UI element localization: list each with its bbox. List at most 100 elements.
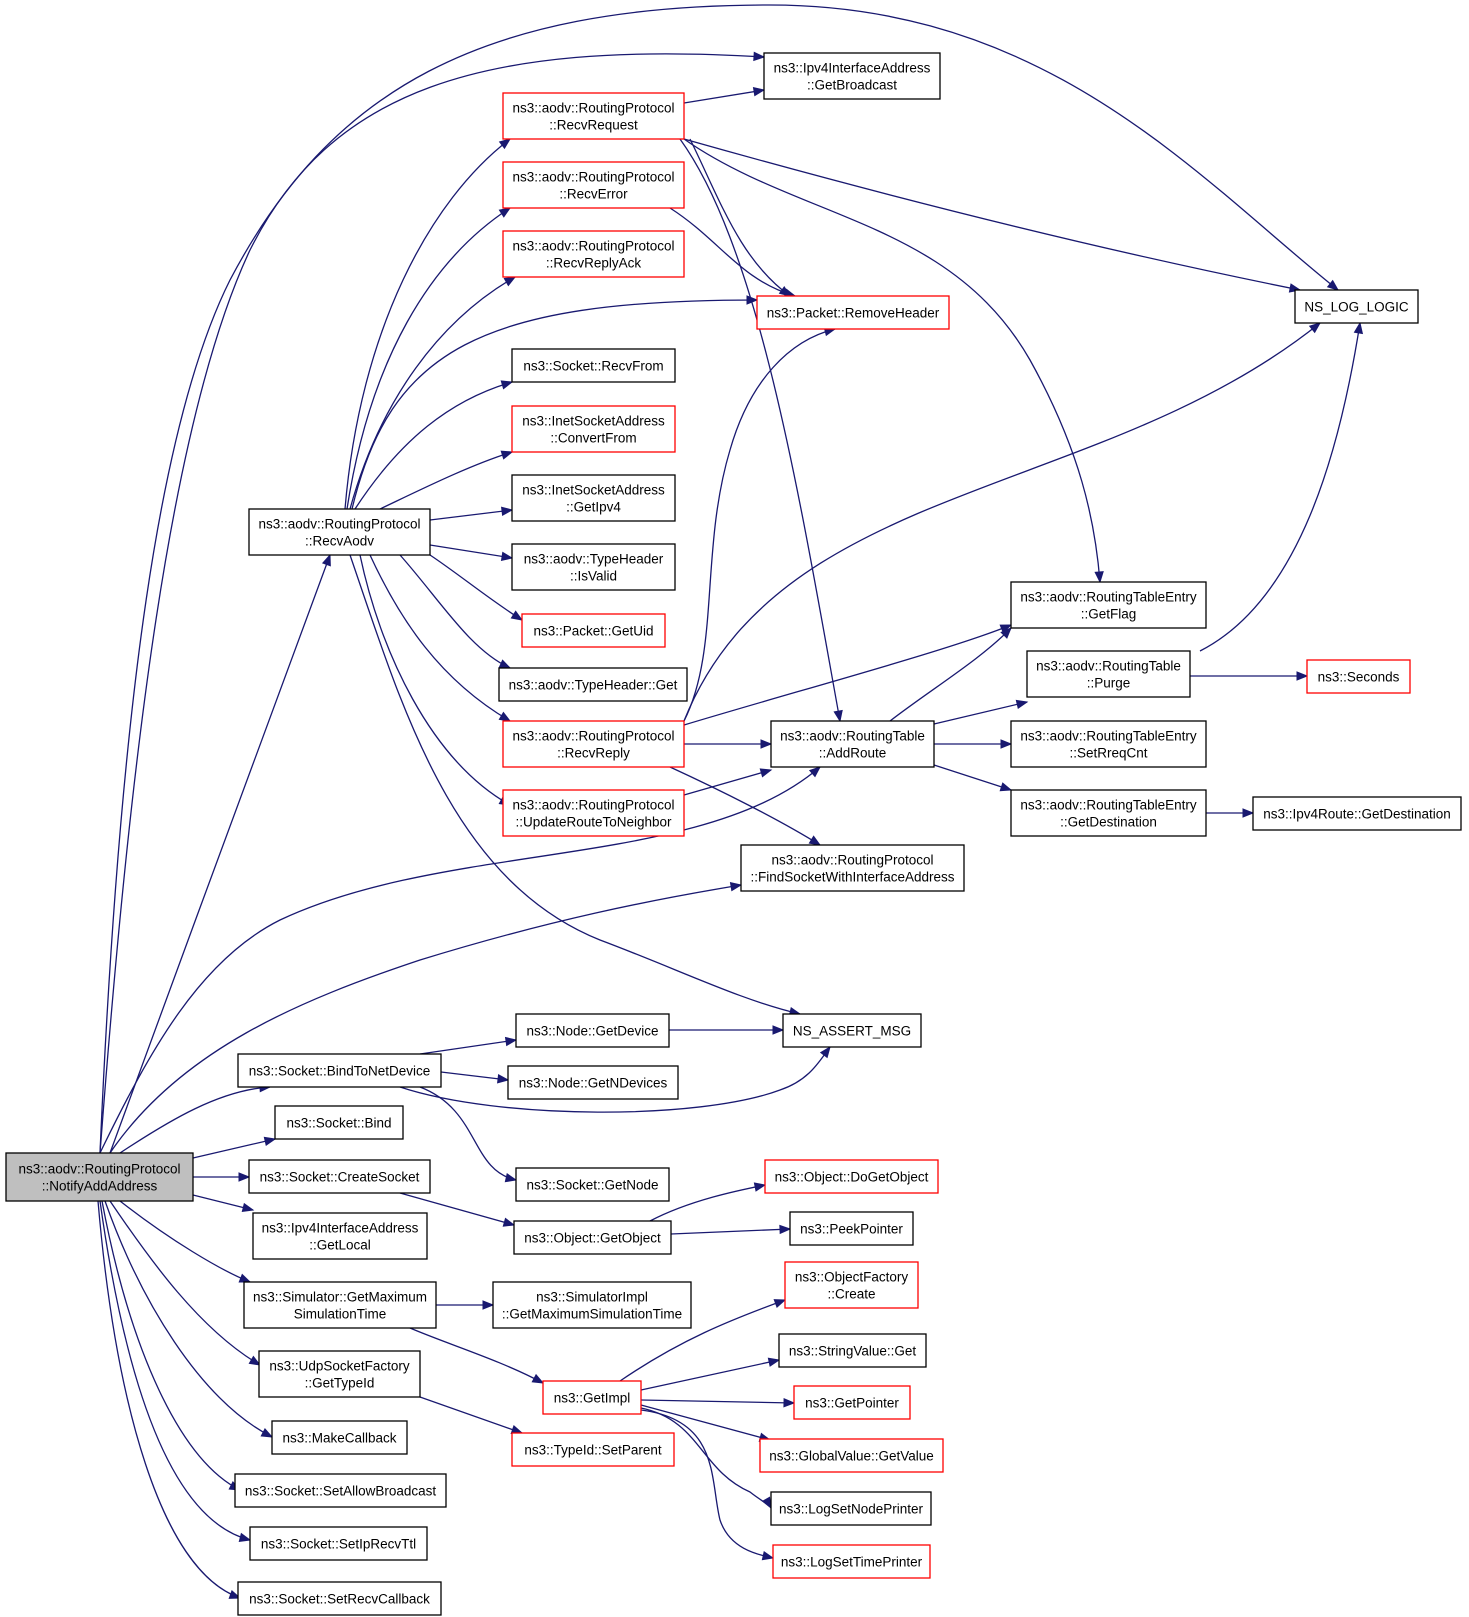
node-box[interactable] — [234, 1473, 447, 1508]
node-recvReply[interactable]: ns3::aodv::RoutingProtocol::RecvReply — [502, 720, 685, 768]
node-box[interactable] — [789, 1211, 914, 1246]
node-box[interactable] — [249, 1526, 428, 1561]
node-recvError[interactable]: ns3::aodv::RoutingProtocol::RecvError — [502, 161, 685, 209]
node-bindToNetDevice[interactable]: ns3::Socket::BindToNetDevice — [237, 1053, 442, 1088]
node-socketGetNode[interactable]: ns3::Socket::GetNode — [515, 1167, 670, 1202]
node-box[interactable] — [770, 720, 935, 768]
node-simGetMaxTime[interactable]: ns3::Simulator::GetMaximumSimulationTime — [243, 1281, 437, 1329]
node-typeHeaderIsValid[interactable]: ns3::aodv::TypeHeader::IsValid — [511, 543, 676, 591]
node-box[interactable] — [782, 1013, 922, 1048]
node-inetGetIpv4[interactable]: ns3::InetSocketAddress::GetIpv4 — [511, 474, 676, 522]
node-box[interactable] — [511, 1432, 675, 1467]
node-recvRequest[interactable]: ns3::aodv::RoutingProtocol::RecvRequest — [502, 92, 685, 140]
node-typeIdSetParent[interactable]: ns3::TypeId::SetParent — [511, 1432, 675, 1467]
node-box[interactable] — [5, 1152, 194, 1202]
node-box[interactable] — [502, 720, 685, 768]
node-box[interactable] — [507, 1065, 679, 1100]
node-box[interactable] — [271, 1420, 408, 1455]
node-box[interactable] — [764, 1159, 939, 1194]
node-typeHeaderGet[interactable]: ns3::aodv::TypeHeader::Get — [498, 667, 688, 702]
node-makeCallback[interactable]: ns3::MakeCallback — [271, 1420, 408, 1455]
node-nodeGetNDevices[interactable]: ns3::Node::GetNDevices — [507, 1065, 679, 1100]
node-box[interactable] — [1252, 796, 1462, 831]
node-box[interactable] — [772, 1544, 931, 1579]
node-ipv4RouteGetDestination[interactable]: ns3::Ipv4Route::GetDestination — [1252, 796, 1462, 831]
node-box[interactable] — [511, 543, 676, 591]
node-box[interactable] — [1294, 289, 1419, 324]
node-box[interactable] — [1010, 581, 1207, 629]
node-findSocket[interactable]: ns3::aodv::RoutingProtocol::FindSocketWi… — [740, 844, 965, 892]
node-seconds[interactable]: ns3::Seconds — [1306, 659, 1411, 694]
node-addRoute[interactable]: ns3::aodv::RoutingTable::AddRoute — [770, 720, 935, 768]
node-socketRecvFrom[interactable]: ns3::Socket::RecvFrom — [511, 348, 676, 383]
node-createSocket[interactable]: ns3::Socket::CreateSocket — [248, 1159, 431, 1194]
node-stringValueGet[interactable]: ns3::StringValue::Get — [778, 1333, 927, 1368]
node-box[interactable] — [243, 1281, 437, 1329]
node-logSetTimePrinter[interactable]: ns3::LogSetTimePrinter — [772, 1544, 931, 1579]
node-simImplGetMaxTime[interactable]: ns3::SimulatorImpl::GetMaximumSimulation… — [492, 1281, 692, 1329]
node-socketBind[interactable]: ns3::Socket::Bind — [274, 1105, 404, 1140]
node-box[interactable] — [237, 1581, 442, 1616]
node-setIpRecvTtl[interactable]: ns3::Socket::SetIpRecvTtl — [249, 1526, 428, 1561]
node-setAllowBroadcast[interactable]: ns3::Socket::SetAllowBroadcast — [234, 1473, 447, 1508]
node-setRreqCnt[interactable]: ns3::aodv::RoutingTableEntry::SetRreqCnt — [1010, 720, 1207, 768]
node-root[interactable]: ns3::aodv::RoutingProtocol::NotifyAddAdd… — [5, 1152, 194, 1202]
node-recvReplyAck[interactable]: ns3::aodv::RoutingProtocol::RecvReplyAck — [502, 230, 685, 278]
node-box[interactable] — [252, 1212, 428, 1260]
node-box[interactable] — [1306, 659, 1411, 694]
node-box[interactable] — [740, 844, 965, 892]
node-box[interactable] — [511, 348, 676, 383]
node-box[interactable] — [756, 295, 950, 330]
node-getPointer[interactable]: ns3::GetPointer — [793, 1385, 911, 1420]
node-purge[interactable]: ns3::aodv::RoutingTable::Purge — [1026, 650, 1191, 698]
node-box[interactable] — [521, 613, 666, 648]
node-setRecvCallback[interactable]: ns3::Socket::SetRecvCallback — [237, 1581, 442, 1616]
node-box[interactable] — [511, 474, 676, 522]
node-inetConvertFrom[interactable]: ns3::InetSocketAddress::ConvertFrom — [511, 405, 676, 453]
node-getDestinationEntry[interactable]: ns3::aodv::RoutingTableEntry::GetDestina… — [1010, 789, 1207, 837]
node-removeHeader[interactable]: ns3::Packet::RemoveHeader — [756, 295, 950, 330]
node-box[interactable] — [515, 1013, 670, 1048]
node-box[interactable] — [1010, 720, 1207, 768]
node-nsLogLogic[interactable]: NS_LOG_LOGIC — [1294, 289, 1419, 324]
node-box[interactable] — [770, 1491, 932, 1526]
node-box[interactable] — [237, 1053, 442, 1088]
node-box[interactable] — [793, 1385, 911, 1420]
node-box[interactable] — [513, 1220, 672, 1255]
node-updateRoute[interactable]: ns3::aodv::RoutingProtocol::UpdateRouteT… — [502, 789, 685, 837]
node-packetGetUid[interactable]: ns3::Packet::GetUid — [521, 613, 666, 648]
node-box[interactable] — [274, 1105, 404, 1140]
node-getFlag[interactable]: ns3::aodv::RoutingTableEntry::GetFlag — [1010, 581, 1207, 629]
node-box[interactable] — [248, 1159, 431, 1194]
node-logSetNodePrinter[interactable]: ns3::LogSetNodePrinter — [770, 1491, 932, 1526]
node-nodeGetDevice[interactable]: ns3::Node::GetDevice — [515, 1013, 670, 1048]
node-box[interactable] — [511, 405, 676, 453]
node-udpGetTypeId[interactable]: ns3::UdpSocketFactory::GetTypeId — [258, 1350, 421, 1398]
node-peekPointer[interactable]: ns3::PeekPointer — [789, 1211, 914, 1246]
node-box[interactable] — [763, 52, 941, 100]
node-box[interactable] — [1010, 789, 1207, 837]
node-box[interactable] — [492, 1281, 692, 1329]
node-box[interactable] — [258, 1350, 421, 1398]
node-box[interactable] — [502, 230, 685, 278]
node-box[interactable] — [1026, 650, 1191, 698]
node-box[interactable] — [784, 1261, 919, 1309]
node-doGetObject[interactable]: ns3::Object::DoGetObject — [764, 1159, 939, 1194]
node-objectGetObject[interactable]: ns3::Object::GetObject — [513, 1220, 672, 1255]
node-box[interactable] — [759, 1438, 944, 1473]
node-box[interactable] — [498, 667, 688, 702]
node-recvAodv[interactable]: ns3::aodv::RoutingProtocol::RecvAodv — [248, 508, 431, 556]
node-ipv4GetBroadcast[interactable]: ns3::Ipv4InterfaceAddress::GetBroadcast — [763, 52, 941, 100]
node-globalValueGetValue[interactable]: ns3::GlobalValue::GetValue — [759, 1438, 944, 1473]
node-nsAssertMsg[interactable]: NS_ASSERT_MSG — [782, 1013, 922, 1048]
node-box[interactable] — [248, 508, 431, 556]
node-box[interactable] — [542, 1380, 642, 1415]
node-box[interactable] — [502, 92, 685, 140]
node-box[interactable] — [502, 161, 685, 209]
node-ipv4GetLocal[interactable]: ns3::Ipv4InterfaceAddress::GetLocal — [252, 1212, 428, 1260]
node-getImpl[interactable]: ns3::GetImpl — [542, 1380, 642, 1415]
node-box[interactable] — [778, 1333, 927, 1368]
node-objectFactoryCreate[interactable]: ns3::ObjectFactory::Create — [784, 1261, 919, 1309]
node-box[interactable] — [515, 1167, 670, 1202]
node-box[interactable] — [502, 789, 685, 837]
